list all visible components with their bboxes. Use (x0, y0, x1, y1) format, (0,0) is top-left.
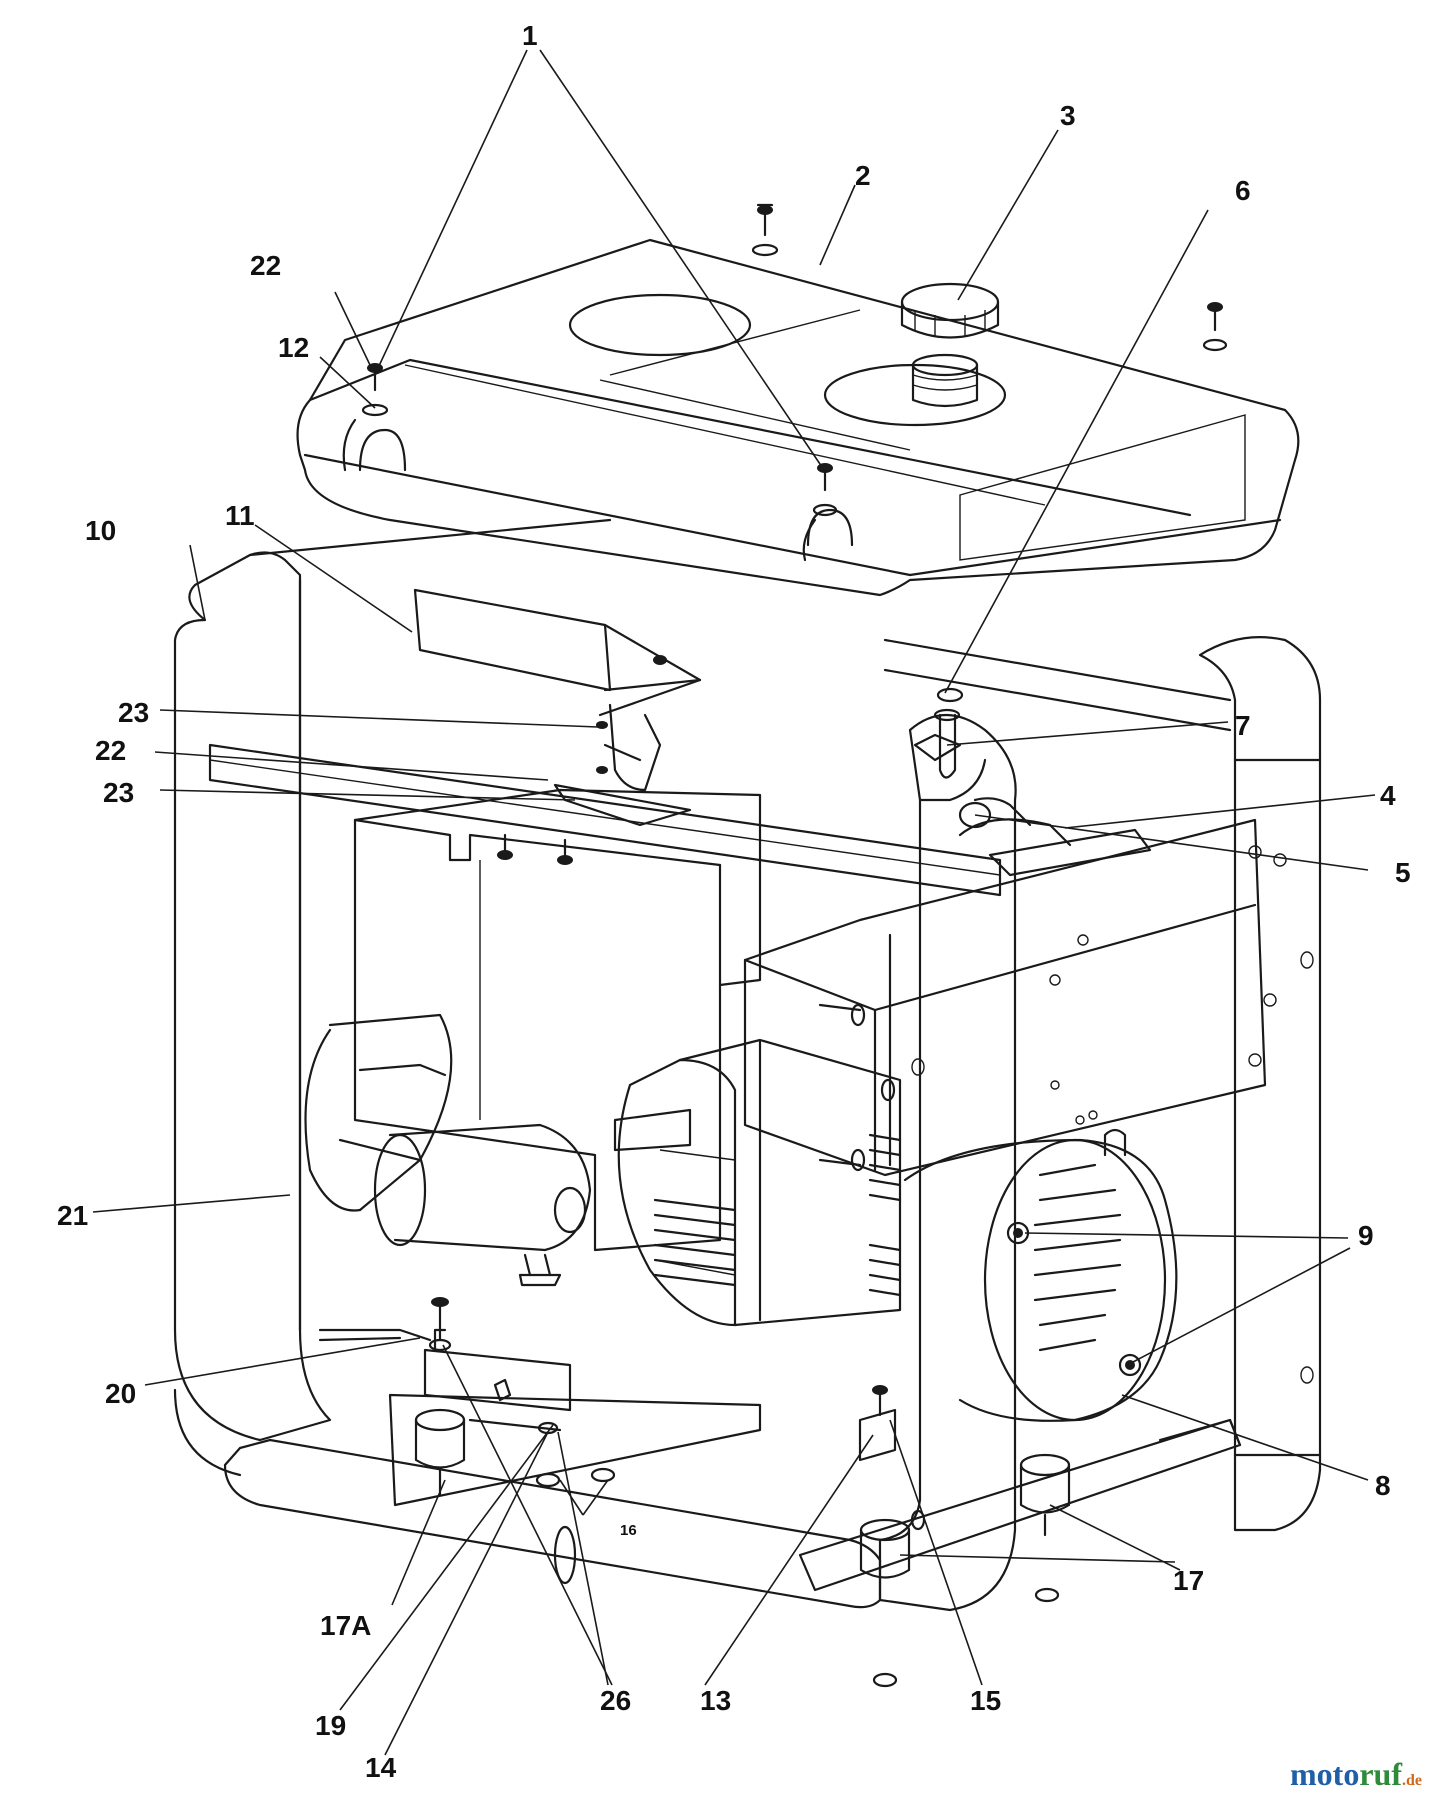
control-panel (743, 818, 1287, 1177)
muffler (958, 797, 1152, 877)
callout-14: 14 (365, 1752, 397, 1783)
callout-23-lower: 23 (103, 777, 134, 808)
callout-labels: 1 2 3 4 5 6 7 8 9 10 11 12 13 14 16 15 1… (57, 20, 1411, 1783)
fuel-valve (913, 708, 962, 779)
watermark-logo: motoruf.de (1290, 1756, 1422, 1792)
svg-text:motoruf.de: motoruf.de (1290, 1756, 1422, 1792)
bolts-washers (361, 203, 1228, 703)
callout-22-top: 22 (250, 250, 281, 281)
vibration-mounts (414, 1408, 1071, 1579)
callout-2: 2 (855, 160, 871, 191)
fuel-tank (296, 238, 1300, 597)
callout-12: 12 (278, 332, 309, 363)
callout-15: 15 (970, 1685, 1001, 1716)
callout-1: 1 (522, 20, 538, 51)
callout-6: 6 (1235, 175, 1251, 206)
watermark-part-1: moto (1290, 1756, 1359, 1792)
callout-10: 10 (85, 515, 116, 546)
end-cover (903, 1128, 1178, 1422)
end-cover-vents (1033, 1163, 1122, 1352)
callout-19: 19 (315, 1710, 346, 1741)
base-hardware (318, 1297, 1060, 1688)
recoil-starter (304, 1013, 592, 1287)
callout-23-upper: 23 (118, 697, 149, 728)
callout-21: 21 (57, 1200, 88, 1231)
callout-7: 7 (1235, 710, 1251, 741)
watermark-part-2: ruf (1359, 1756, 1402, 1792)
callout-16: 16 (620, 1522, 637, 1539)
callout-3: 3 (1060, 100, 1076, 131)
alternator (613, 1038, 902, 1327)
callout-20: 20 (105, 1378, 136, 1409)
callout-22-mid: 22 (95, 735, 126, 766)
control-bracket (413, 588, 702, 827)
callout-9: 9 (1358, 1220, 1374, 1251)
callout-26: 26 (600, 1685, 631, 1716)
callout-17a: 17A (320, 1610, 371, 1641)
fuel-cap (900, 282, 1000, 339)
alternator-vents (653, 1133, 902, 1297)
engine-block (353, 788, 762, 1252)
leader-lines (92, 49, 1376, 1756)
callout-5: 5 (1395, 857, 1411, 888)
callout-11: 11 (225, 500, 255, 531)
callout-17: 17 (1173, 1565, 1204, 1596)
callout-13: 13 (700, 1685, 731, 1716)
callout-8: 8 (1375, 1470, 1391, 1501)
callout-4: 4 (1380, 780, 1396, 811)
filler-neck (911, 353, 979, 408)
watermark-part-3: .de (1402, 1772, 1422, 1789)
tube-frame (173, 518, 1322, 1612)
